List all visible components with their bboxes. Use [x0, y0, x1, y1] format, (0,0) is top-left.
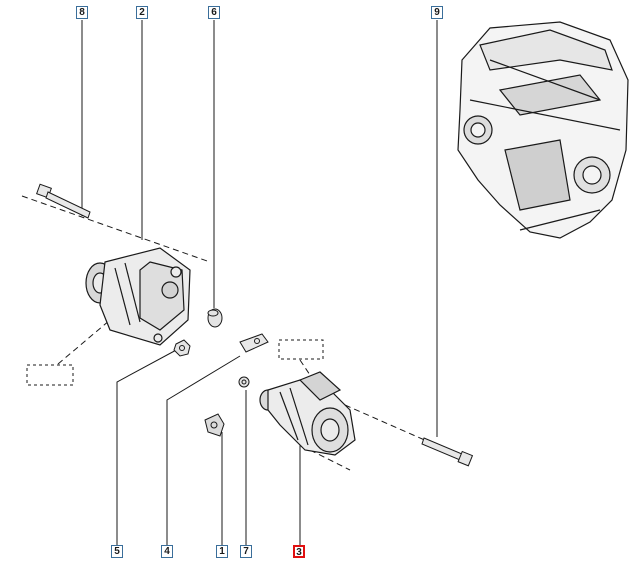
callout-6[interactable]: 6: [208, 6, 220, 19]
axis-line-starter-ref: [299, 359, 313, 379]
callout-9[interactable]: 9: [431, 6, 443, 19]
callout-4[interactable]: 4: [161, 545, 173, 558]
starter-motor: [259, 371, 356, 456]
callout-7[interactable]: 7: [240, 545, 252, 558]
axis-line-bolt-8: [21, 195, 211, 263]
callout-8[interactable]: 8: [76, 6, 88, 19]
cap-6: [207, 308, 223, 328]
bracket-4: [239, 333, 269, 353]
callout-5[interactable]: 5: [111, 545, 123, 558]
reference-box-alternator: [26, 364, 74, 386]
axis-line-starter-lower: [309, 449, 351, 471]
washer-7: [238, 376, 250, 388]
leader-line-4: [166, 355, 241, 545]
alternator: [85, 247, 191, 346]
callout-3[interactable]: 3: [293, 545, 305, 558]
callout-1[interactable]: 1: [216, 545, 228, 558]
engine-block: [457, 21, 629, 239]
reference-box-starter: [278, 339, 324, 360]
callout-2[interactable]: 2: [136, 6, 148, 19]
nut-5: [173, 339, 191, 357]
clip-1: [204, 413, 225, 437]
bolt-8: [36, 183, 91, 219]
leader-line-5: [116, 347, 181, 545]
bolt-9: [421, 437, 474, 467]
axis-line-alternator-ref: [57, 319, 111, 365]
